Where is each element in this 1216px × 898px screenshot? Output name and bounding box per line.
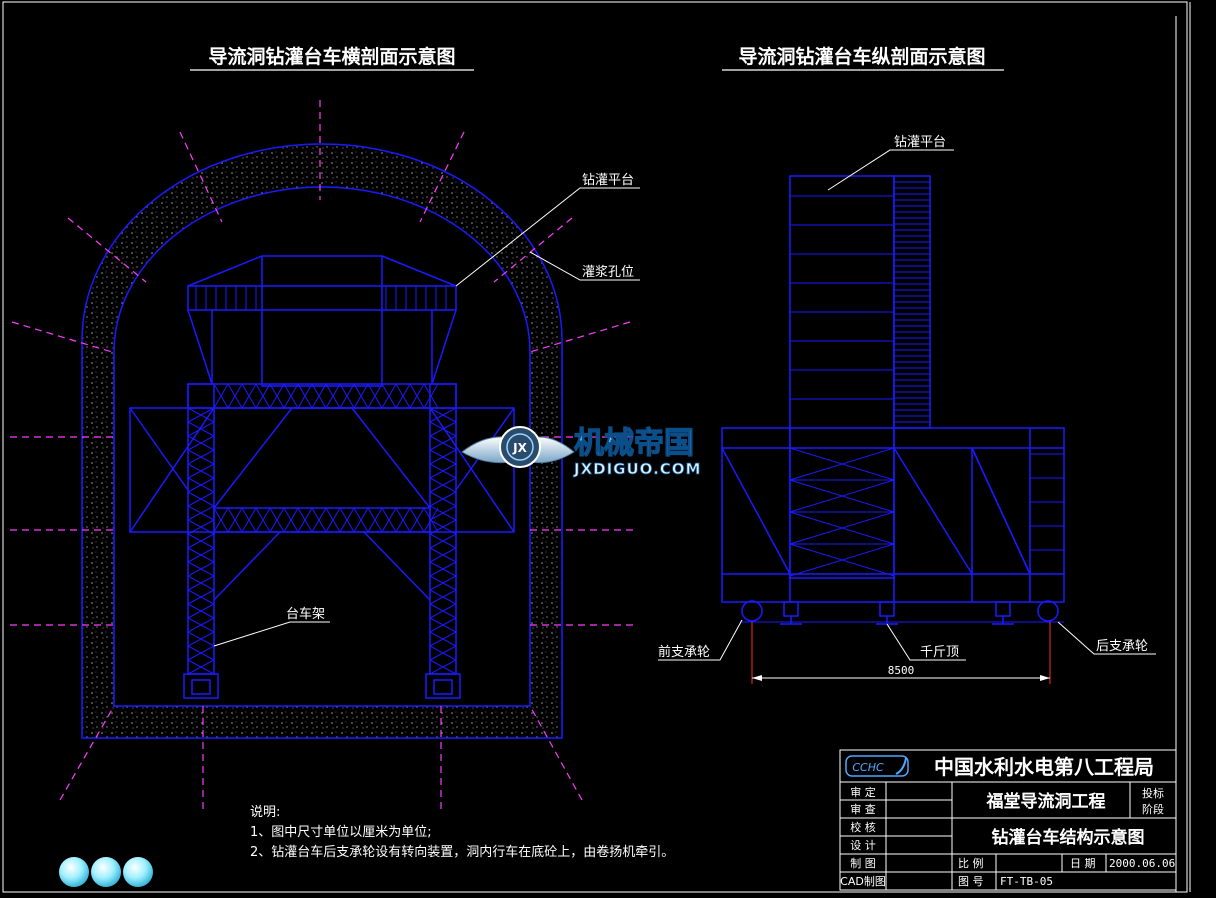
watermark: JX 机械帝国 JXDIGUO.COM — [461, 425, 701, 478]
svg-text:CCHC: CCHC — [852, 761, 884, 774]
tb-stage-1: 投标 — [1142, 786, 1164, 800]
tb-row-audit: 审 定 — [850, 785, 876, 799]
tb-project: 福堂导流洞工程 — [986, 791, 1106, 812]
watermark-logo-text: JX — [512, 441, 527, 455]
viewer-button-3[interactable] — [123, 857, 153, 887]
label-rear-wheel: 后支承轮 — [1096, 639, 1148, 654]
label-grout-hole: 灌浆孔位 — [582, 265, 634, 280]
label-trolley-frame: 台车架 — [286, 606, 325, 622]
label-drill-platform-right: 钻灌平台 — [894, 135, 946, 150]
viewer-buttons — [59, 857, 153, 887]
leaders-left — [213, 187, 640, 647]
watermark-gear-icon — [499, 426, 541, 468]
tb-row-draw: 制 图 — [850, 857, 876, 870]
watermark-cn: 机械帝国 — [574, 426, 694, 461]
label-front-wheel: 前支承轮 — [658, 644, 710, 660]
sheet-frame — [2, 1, 1191, 893]
tb-row-check: 审 查 — [850, 802, 876, 816]
trolley-cross-section — [129, 255, 515, 699]
tb-drawing-no: FT-TB-05 — [1000, 875, 1053, 888]
trolley-longitudinal — [721, 175, 1065, 625]
longitudinal-title: 导流洞钻灌台车纵剖面示意图 — [738, 45, 985, 68]
column-lattice — [187, 286, 457, 675]
tb-stage-2: 阶段 — [1142, 802, 1164, 816]
tb-date-value: 2000.06.06 — [1109, 857, 1175, 870]
tb-scale-label: 比 例 — [958, 856, 984, 870]
tb-row-cad: CAD制图 — [840, 875, 886, 888]
dimension-line — [751, 622, 1051, 684]
title-block — [839, 749, 1177, 891]
tb-drawing-no-label: 图 号 — [958, 875, 984, 888]
viewer-button-2[interactable] — [91, 857, 121, 887]
grout-hole-lines — [10, 100, 634, 810]
tower-lattice — [789, 181, 1064, 577]
dimension-value: 8500 — [888, 664, 915, 677]
cross-section-title: 导流洞钻灌台车横剖面示意图 — [208, 45, 455, 68]
tb-row-design: 设 计 — [850, 839, 876, 852]
watermark-en: JXDIGUO.COM — [573, 460, 701, 478]
tunnel-lining — [81, 143, 563, 739]
viewer-button-1[interactable] — [59, 857, 89, 887]
label-jack: 千斤顶 — [920, 645, 959, 660]
leaders-right — [658, 149, 1156, 661]
tb-company: 中国水利水电第八工程局 — [934, 755, 1154, 779]
company-logo-icon: CCHC — [845, 755, 909, 777]
tb-row-verify: 校 核 — [850, 820, 876, 834]
notes-line-2: 2、钻灌台车后支承轮设有转向装置，洞内行车在底砼上，由卷扬机牵引。 — [250, 844, 674, 860]
notes-heading: 说明: — [250, 805, 280, 820]
tb-date-label: 日 期 — [1070, 857, 1096, 870]
notes-line-1: 1、图中尺寸单位以厘米为单位; — [250, 825, 432, 840]
tb-drawing-name: 钻灌台车结构示意图 — [992, 827, 1145, 848]
label-drill-platform-left: 钻灌平台 — [582, 173, 634, 188]
